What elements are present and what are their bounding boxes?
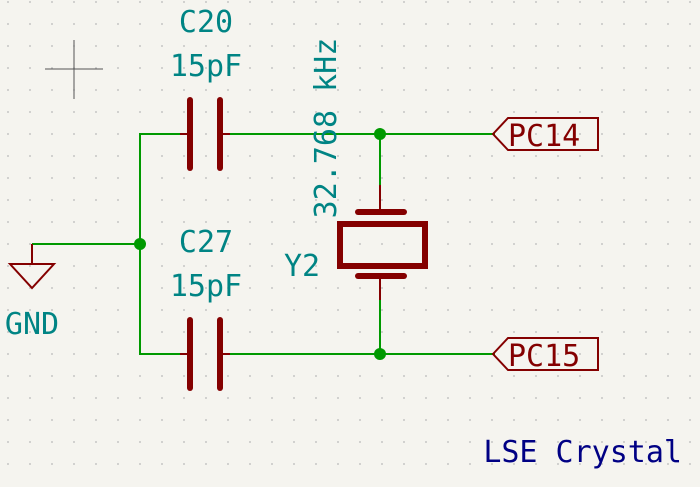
capacitor-c20[interactable]: [180, 97, 230, 171]
net-label-pc15[interactable]: PC15: [491, 337, 599, 374]
note-lse-crystal: LSE Crystal: [483, 435, 682, 470]
gnd-label: GND: [5, 307, 59, 342]
junctions: [134, 128, 386, 360]
y2-reference: Y2: [284, 249, 320, 284]
c27-reference: C27: [179, 225, 233, 260]
net-label-pc14[interactable]: PC14: [491, 117, 599, 154]
junction-pc14: [374, 128, 386, 140]
capacitor-c27[interactable]: [180, 317, 230, 391]
wires: [32, 133, 495, 355]
net-label-pc14-text: PC14: [508, 119, 580, 154]
junction-pc15: [374, 348, 386, 360]
y2-value: 32.768 kHz: [309, 38, 344, 219]
crosshair-cursor-icon: [45, 40, 103, 99]
c20-value: 15pF: [170, 49, 242, 84]
wire-c27-left: [139, 244, 180, 355]
grid-dots: [7, 1, 691, 465]
c20-reference: C20: [179, 5, 233, 40]
junction-gnd: [134, 238, 146, 250]
wire-c20-left: [139, 133, 180, 244]
crystal-y2[interactable]: [337, 185, 428, 300]
gnd-symbol[interactable]: [7, 244, 57, 290]
net-label-pc15-text: PC15: [508, 339, 580, 374]
c27-value: 15pF: [170, 269, 242, 304]
